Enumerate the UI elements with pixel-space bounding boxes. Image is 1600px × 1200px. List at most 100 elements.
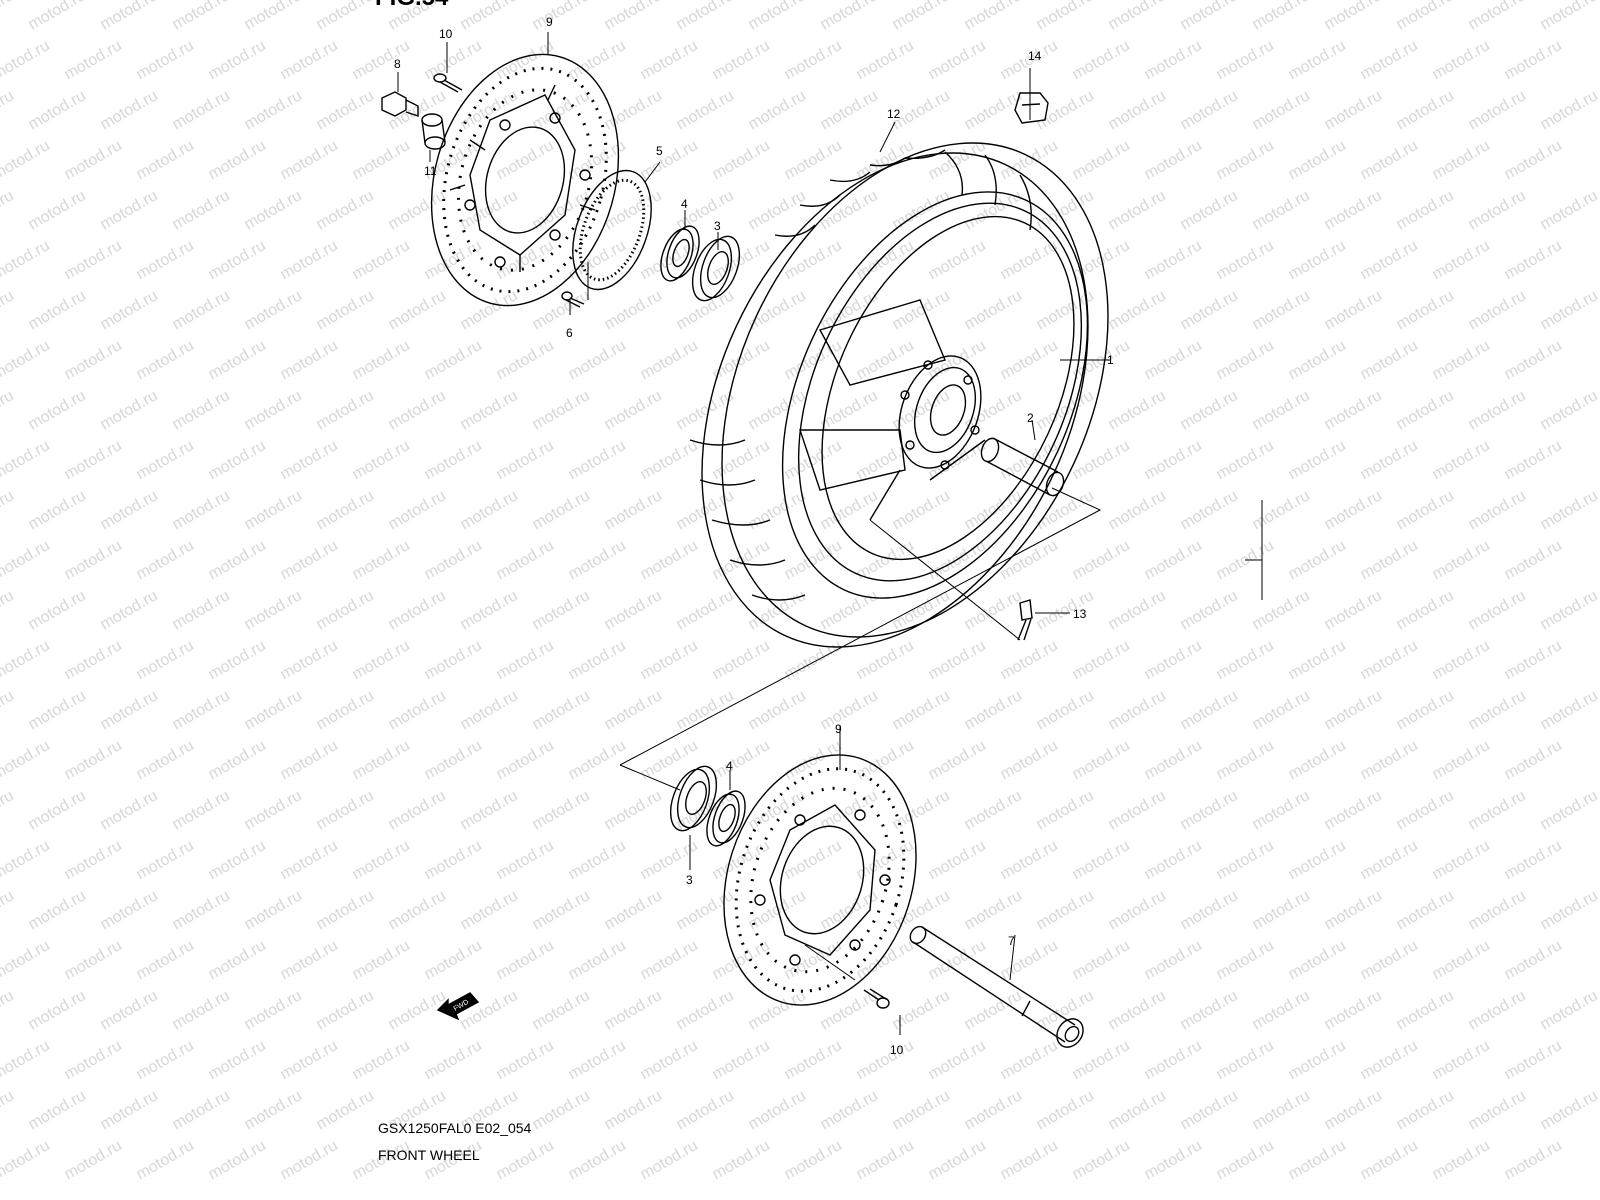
watermark-text: motod.ru (1070, 637, 1133, 683)
watermark-text: motod.ru (242, 187, 305, 233)
callout-13: 13 (1073, 607, 1087, 621)
watermark-text: motod.ru (98, 0, 161, 33)
watermark-text: motod.ru (1394, 87, 1457, 133)
watermark-text: motod.ru (26, 387, 89, 433)
watermark-text: motod.ru (0, 1037, 53, 1083)
watermark-text: motod.ru (242, 587, 305, 633)
watermark-text: motod.ru (566, 337, 629, 383)
watermark-text: motod.ru (1322, 1087, 1385, 1133)
watermark-text: motod.ru (638, 937, 701, 983)
watermark-text: motod.ru (1538, 0, 1600, 33)
watermark-text: motod.ru (1250, 287, 1313, 333)
watermark-text: motod.ru (1322, 0, 1385, 33)
watermark-text: motod.ru (206, 437, 269, 483)
watermark-text: motod.ru (854, 937, 917, 983)
watermark-text: motod.ru (926, 637, 989, 683)
watermark-text: motod.ru (1142, 1037, 1205, 1083)
watermark-text: motod.ru (62, 237, 125, 283)
watermark-text: motod.ru (1214, 437, 1277, 483)
watermark-text: motod.ru (0, 637, 53, 683)
watermark-text: motod.ru (1214, 637, 1277, 683)
watermark-text: motod.ru (314, 1087, 377, 1133)
watermark-text: motod.ru (170, 87, 233, 133)
watermark-text: motod.ru (782, 237, 845, 283)
watermark-text: motod.ru (890, 0, 953, 33)
watermark-text: motod.ru (746, 487, 809, 533)
watermark-text: motod.ru (0, 187, 17, 233)
watermark-text: motod.ru (350, 837, 413, 883)
watermark-text: motod.ru (386, 787, 449, 833)
watermark-text: motod.ru (26, 87, 89, 133)
watermark-text: motod.ru (242, 687, 305, 733)
axle-7 (909, 925, 1084, 1048)
watermark-text: motod.ru (1286, 1137, 1349, 1183)
watermark-text: motod.ru (206, 637, 269, 683)
watermark-text: motod.ru (1142, 1137, 1205, 1183)
watermark-text: motod.ru (1070, 737, 1133, 783)
watermark-text: motod.ru (710, 837, 773, 883)
watermark-text: motod.ru (62, 137, 125, 183)
callout-6: 6 (566, 326, 573, 340)
callout-9-upper: 9 (546, 15, 553, 29)
watermark-text: motod.ru (674, 87, 737, 133)
watermark-text: motod.ru (278, 137, 341, 183)
watermark-text: motod.ru (494, 437, 557, 483)
watermark-text: motod.ru (1286, 437, 1349, 483)
watermark-text: motod.ru (1286, 837, 1349, 883)
watermark-text: motod.ru (1430, 437, 1493, 483)
watermark-text: motod.ru (530, 887, 593, 933)
watermark-text: motod.ru (1322, 187, 1385, 233)
watermark-text: motod.ru (674, 587, 737, 633)
watermark-text: motod.ru (1034, 1087, 1097, 1133)
watermark-text: motod.ru (962, 687, 1025, 733)
watermark-text: motod.ru (1034, 387, 1097, 433)
watermark-text: motod.ru (1358, 637, 1421, 683)
watermark-text: motod.ru (638, 1137, 701, 1183)
watermark-text: motod.ru (566, 237, 629, 283)
watermark-text: motod.ru (422, 337, 485, 383)
watermark-text: motod.ru (494, 137, 557, 183)
watermark-text: motod.ru (602, 987, 665, 1033)
fwd-arrow (436, 992, 480, 1021)
watermark-text: motod.ru (998, 1137, 1061, 1183)
watermark-text: motod.ru (1394, 187, 1457, 233)
watermark-text: motod.ru (1538, 687, 1600, 733)
watermark-text: motod.ru (1250, 1087, 1313, 1133)
watermark-text: motod.ru (1502, 537, 1565, 583)
watermark-text: motod.ru (1250, 587, 1313, 633)
watermark-text: motod.ru (1286, 237, 1349, 283)
callout-2: 2 (1027, 411, 1034, 425)
watermark-text: motod.ru (710, 1137, 773, 1183)
callout-3-upper: 3 (714, 219, 721, 233)
watermark-text: motod.ru (746, 387, 809, 433)
watermark-text: motod.ru (0, 87, 17, 133)
watermark-text: motod.ru (62, 837, 125, 883)
watermark-text: motod.ru (962, 487, 1025, 533)
watermark-text: motod.ru (1178, 887, 1241, 933)
watermark-text: motod.ru (458, 0, 521, 33)
watermark-text: motod.ru (1538, 587, 1600, 633)
watermark-text: motod.ru (458, 287, 521, 333)
watermark-text: motod.ru (314, 0, 377, 33)
watermark-text: motod.ru (1502, 937, 1565, 983)
watermark-text: motod.ru (26, 1087, 89, 1133)
watermark-text: motod.ru (314, 187, 377, 233)
watermark-text: motod.ru (782, 837, 845, 883)
watermark-text: motod.ru (818, 87, 881, 133)
watermark-text: motod.ru (1178, 187, 1241, 233)
watermark-text: motod.ru (422, 937, 485, 983)
watermark-text: motod.ru (1394, 387, 1457, 433)
watermark-text: motod.ru (1106, 787, 1169, 833)
watermark-text: motod.ru (0, 937, 53, 983)
watermark-text: motod.ru (386, 287, 449, 333)
watermark-text: motod.ru (1034, 87, 1097, 133)
watermark-text: motod.ru (1538, 787, 1600, 833)
watermark-text: motod.ru (1034, 787, 1097, 833)
watermark-text: motod.ru (494, 337, 557, 383)
watermark-text: motod.ru (1466, 287, 1529, 333)
watermark-text: motod.ru (746, 1087, 809, 1133)
watermark-text: motod.ru (1070, 537, 1133, 583)
watermark-text: motod.ru (602, 187, 665, 233)
watermark-text: motod.ru (1538, 1087, 1600, 1133)
watermark-text: motod.ru (746, 587, 809, 633)
